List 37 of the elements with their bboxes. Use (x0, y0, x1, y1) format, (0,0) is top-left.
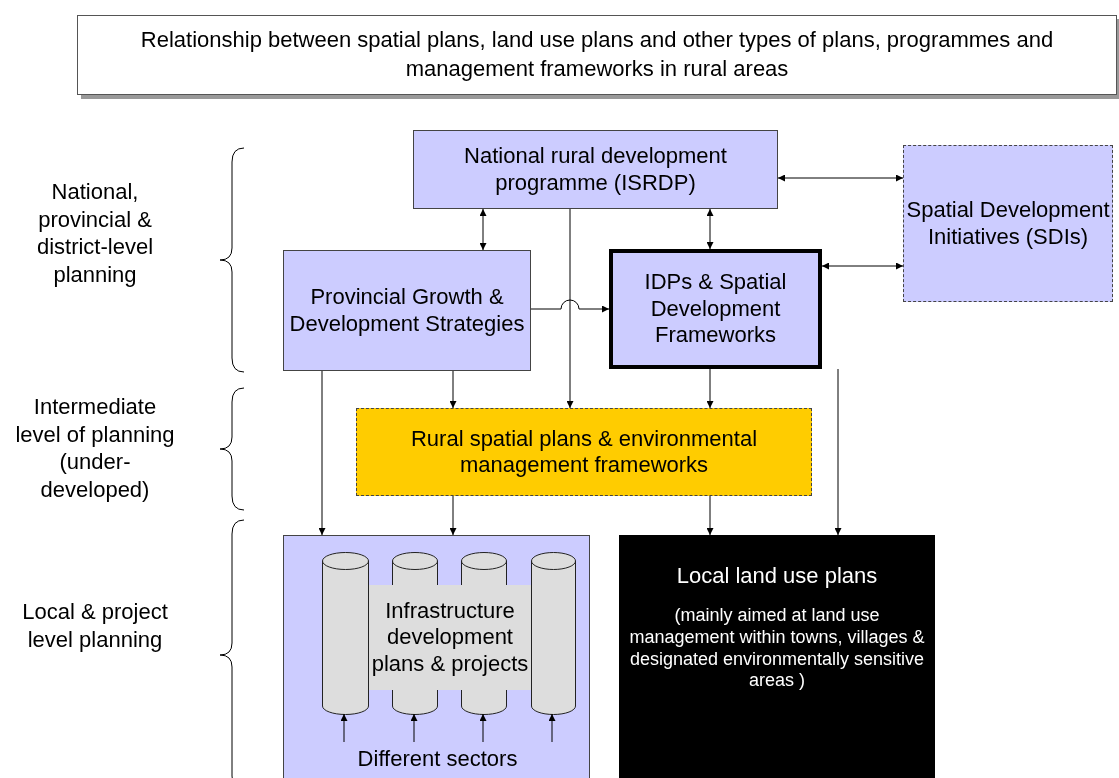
process-box (283, 250, 531, 371)
arrow (834, 368, 842, 536)
node-text: Local land use plans (676, 563, 878, 590)
arrow (479, 713, 487, 743)
node-description: (mainly aimed at land use management within towns, villages & designated environmentally sensitive areas ) (628, 605, 926, 692)
node-text: National rural development programme (ISRDP) (463, 143, 728, 196)
process-box (609, 249, 822, 369)
arrow (479, 208, 487, 251)
process-box (619, 535, 935, 778)
cylinder-shape (531, 552, 576, 715)
process-box (413, 130, 778, 209)
arrow (340, 713, 348, 743)
node-text: Infrastructure development plans & projects (370, 597, 530, 678)
level-label: National, provincial & district-level planning (35, 178, 155, 288)
node-text: Different sectors (357, 745, 518, 773)
arrow (449, 495, 457, 536)
process-box (356, 408, 812, 496)
arrow (548, 713, 556, 743)
process-box (903, 145, 1113, 302)
node-text: IDPs & Spatial Development Frameworks (643, 269, 788, 349)
node-text: Spatial Development Initiatives (SDIs) (905, 197, 1111, 250)
node-text: Rural spatial plans & environmental management frameworks (409, 425, 759, 479)
node-text: Provincial Growth & Development Strategies (288, 284, 526, 337)
arrow (777, 174, 904, 182)
arrow (566, 208, 574, 409)
arrow (706, 495, 714, 536)
panel-box (283, 535, 590, 778)
level-label: Intermediate level of planning (under-developed) (14, 393, 176, 503)
arrow (706, 208, 714, 250)
arrow (530, 299, 610, 313)
cylinder-shape (322, 552, 369, 715)
arrow (821, 262, 904, 270)
level-label: Local & project level planning (21, 598, 169, 653)
arrow (318, 370, 326, 536)
arrow (706, 368, 714, 409)
arrow (449, 370, 457, 409)
arrow (410, 713, 418, 743)
